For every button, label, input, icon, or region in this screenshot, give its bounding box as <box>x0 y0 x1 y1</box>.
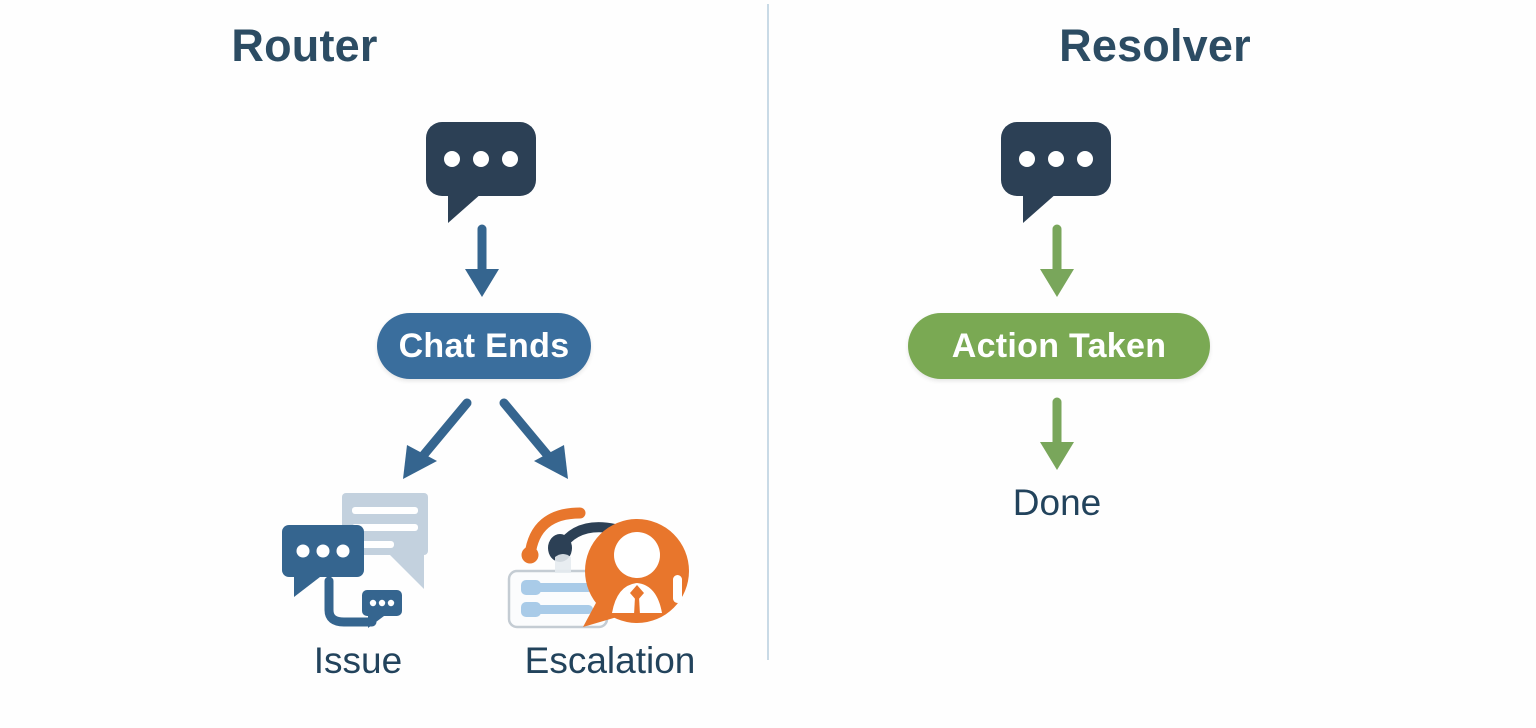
panel-resolver: Resolver <box>769 0 1536 728</box>
arrow-chat-ends-to-escalation <box>499 398 568 479</box>
panel-title-router: Router <box>231 20 378 71</box>
chat-bubbles-issue-icon <box>272 485 442 630</box>
arrow-bubble-to-chat-ends <box>465 224 499 297</box>
node-action-taken[interactable]: Action Taken <box>908 313 1210 379</box>
node-action-taken-label: Action Taken <box>951 326 1167 365</box>
chat-bubble-tail <box>448 193 482 223</box>
issue-connector-pipe <box>324 576 377 627</box>
panel-divider <box>767 4 769 660</box>
chat-bubble-tail-resolver <box>1023 193 1057 223</box>
chat-dots-group <box>426 122 536 196</box>
node-label-done: Done <box>1012 482 1102 523</box>
node-chat-ends[interactable]: Chat Ends <box>377 313 591 379</box>
panel-title-resolver: Resolver <box>1059 20 1251 71</box>
panel-router: Router Chat Ends <box>0 0 767 728</box>
node-label-escalation: Escalation <box>524 640 696 681</box>
arrow-bubble-to-action-taken <box>1040 224 1074 297</box>
arrow-chat-ends-to-issue <box>403 398 472 479</box>
issue-small-bubble <box>362 590 402 628</box>
issue-front-bubble <box>282 525 364 597</box>
chat-bubble-icon <box>426 122 536 223</box>
arrow-action-taken-to-done <box>1040 397 1074 470</box>
chat-dot-2 <box>473 151 489 167</box>
chat-dot-3 <box>1077 151 1093 167</box>
chat-bubble-icon-resolver <box>1001 122 1111 223</box>
chat-dot-3 <box>502 151 518 167</box>
chat-dot-2 <box>1048 151 1064 167</box>
chat-dot-1 <box>1019 151 1035 167</box>
chat-dots-group-resolver <box>1001 122 1111 196</box>
chat-dot-1 <box>444 151 460 167</box>
headset-agent-escalation-icon <box>505 493 700 633</box>
node-chat-ends-label: Chat Ends <box>398 326 570 365</box>
escalation-agent-bubble <box>583 519 689 627</box>
node-label-issue: Issue <box>313 640 403 681</box>
escalation-headset-orange <box>521 507 586 564</box>
